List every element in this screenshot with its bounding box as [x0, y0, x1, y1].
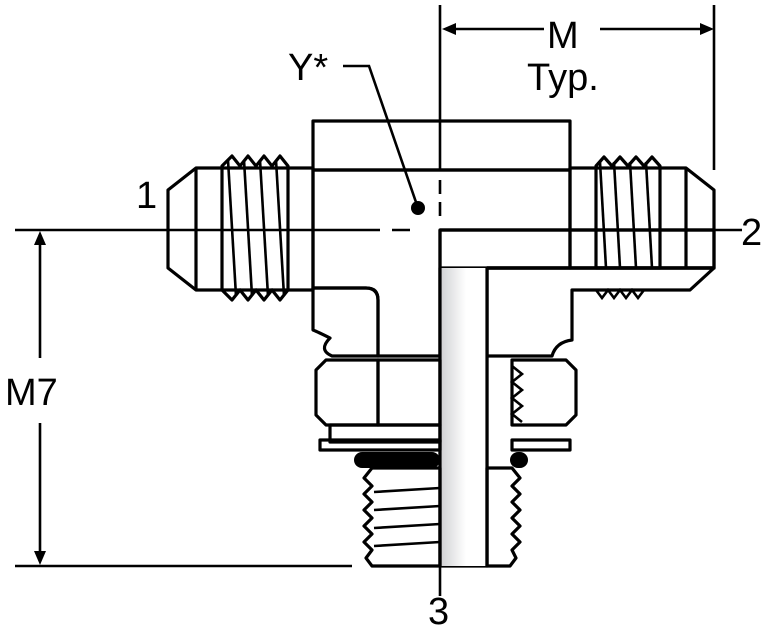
label-port-2: 2 — [741, 212, 762, 254]
label-port-3: 3 — [428, 591, 449, 629]
body-top-flat — [311, 119, 572, 172]
dimension-m — [442, 23, 714, 35]
label-y: Y* — [288, 47, 328, 89]
centerlines — [15, 5, 742, 596]
y-leader — [343, 64, 425, 215]
backup-washer — [318, 423, 572, 452]
label-port-1: 1 — [136, 175, 157, 217]
y-reference-dot — [411, 201, 425, 215]
o-ring — [354, 452, 528, 468]
label-m7: M7 — [5, 372, 58, 414]
label-m-typ: Typ. — [527, 57, 599, 99]
dimension-m7 — [34, 231, 46, 565]
port-2-flare-end — [568, 155, 716, 270]
port-1-flare-end — [166, 154, 315, 302]
label-m: M — [547, 15, 579, 57]
port-3-stud-end — [362, 466, 522, 568]
